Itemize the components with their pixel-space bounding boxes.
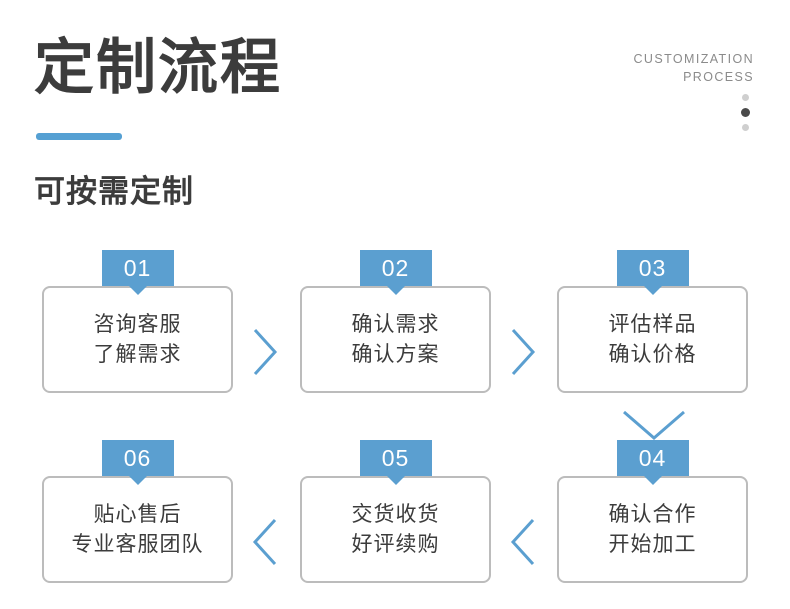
chevron-right-icon-01-to-02 xyxy=(249,326,281,378)
english-caption-line1: CUSTOMIZATION xyxy=(633,52,754,66)
flow-step-06-line1: 贴心售后 xyxy=(93,502,182,526)
chevron-down-icon-03-to-04 xyxy=(618,406,690,446)
flow-step-02-badge: 02 xyxy=(359,250,432,286)
english-caption: CUSTOMIZATION PROCESS xyxy=(534,50,754,86)
flow-step-05: 05 交货收货 好评续购 xyxy=(300,440,491,583)
chevron-left-icon-05-to-06 xyxy=(249,516,281,568)
decorative-dots xyxy=(741,94,750,131)
flow-step-05-badge: 05 xyxy=(359,440,432,476)
page-header: 定制流程 可按需定制 CUSTOMIZATION PROCESS xyxy=(0,0,790,230)
flow-step-06-badge: 06 xyxy=(101,440,174,476)
page-subtitle: 可按需定制 xyxy=(34,174,194,209)
dot-large-middle xyxy=(741,108,750,117)
flow-step-01: 01 咨询客服 了解需求 xyxy=(42,250,233,393)
flow-step-06: 06 贴心售后 专业客服团队 xyxy=(42,440,233,583)
flow-step-04-line2: 开始加工 xyxy=(608,532,697,556)
flow-row-top: 01 咨询客服 了解需求 02 确认需求 确认方案 03 评估样品 确认价格 xyxy=(0,248,790,440)
flow-step-04-line1: 确认合作 xyxy=(608,502,697,526)
flow-step-01-badge: 01 xyxy=(101,250,174,286)
dot-small-bottom xyxy=(742,124,749,131)
flow-step-05-line2: 好评续购 xyxy=(351,532,440,556)
flow-step-03-line2: 确认价格 xyxy=(608,342,697,366)
english-caption-line2: PROCESS xyxy=(683,70,754,85)
title-accent-bar xyxy=(36,133,122,140)
flow-step-02-line2: 确认方案 xyxy=(351,342,440,366)
flow-step-02-line1: 确认需求 xyxy=(351,312,440,336)
flow-step-01-line1: 咨询客服 xyxy=(93,312,182,336)
flow-step-02: 02 确认需求 确认方案 xyxy=(300,250,491,393)
flow-step-03-badge: 03 xyxy=(616,250,689,286)
flow-step-04-badge: 04 xyxy=(616,440,689,476)
flow-step-01-line2: 了解需求 xyxy=(93,342,182,366)
flow-step-04: 04 确认合作 开始加工 xyxy=(557,440,748,583)
chevron-right-icon-02-to-03 xyxy=(507,326,539,378)
flow-step-03: 03 评估样品 确认价格 xyxy=(557,250,748,393)
dot-small-top xyxy=(742,94,749,101)
flow-step-06-line2: 专业客服团队 xyxy=(71,532,204,556)
flow-step-03-line1: 评估样品 xyxy=(608,312,697,336)
flow-step-05-line1: 交货收货 xyxy=(351,502,440,526)
chevron-left-icon-04-to-05 xyxy=(507,516,539,568)
process-flow-diagram: 01 咨询客服 了解需求 02 确认需求 确认方案 03 评估样品 确认价格 xyxy=(0,248,790,583)
flow-row-bottom: 06 贴心售后 专业客服团队 05 交货收货 好评续购 04 确认合作 开始加工 xyxy=(0,438,790,583)
page-title: 定制流程 xyxy=(34,34,282,101)
